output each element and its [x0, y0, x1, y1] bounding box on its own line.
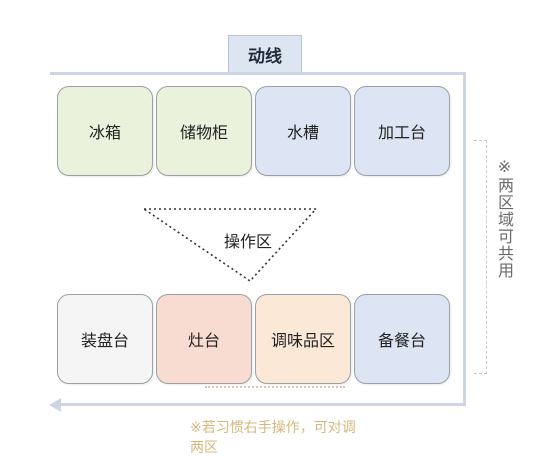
box-fridge: 冰箱 — [57, 86, 153, 176]
box-label: 灶台 — [187, 331, 220, 350]
side-bracket — [474, 140, 487, 374]
box-label: 装盘台 — [80, 331, 129, 350]
triangle-label: 操作区 — [223, 232, 272, 251]
box-label: 冰箱 — [88, 123, 121, 142]
box-plating-counter: 装盘台 — [57, 294, 153, 384]
box-seasoning-area: 调味品区 — [255, 294, 351, 384]
flow-line-right — [463, 72, 466, 406]
dotted-marker — [205, 386, 345, 388]
box-label: 加工台 — [377, 123, 426, 142]
flow-line-top — [50, 72, 466, 75]
work-triangle — [141, 208, 318, 283]
box-serving-counter: 备餐台 — [354, 294, 450, 384]
box-sink: 水槽 — [255, 86, 351, 176]
bottom-note: ※若习惯右手操作，可对调两区 — [190, 420, 356, 456]
box-label: 备餐台 — [377, 331, 426, 350]
box-label: 水槽 — [286, 123, 319, 142]
box-stove: 灶台 — [156, 294, 252, 384]
box-storage-cabinet: 储物柜 — [156, 86, 252, 176]
flow-line-bottom — [60, 403, 466, 406]
box-prep-counter: 加工台 — [354, 86, 450, 176]
box-label: 调味品区 — [270, 331, 335, 350]
box-label: 储物柜 — [179, 123, 228, 142]
flow-arrow-icon — [49, 398, 61, 412]
side-note: ※两区域可共用 — [495, 157, 514, 279]
flow-title: 动线 — [228, 35, 302, 73]
